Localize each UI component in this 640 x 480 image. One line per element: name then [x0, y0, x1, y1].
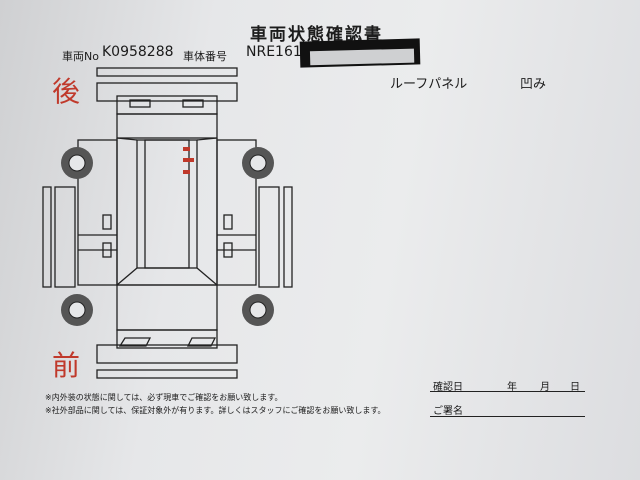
vehicle-no-label: 車両No: [62, 50, 99, 63]
right-side-panel: [216, 139, 257, 286]
rear-panel: [116, 95, 218, 115]
rear-label: 後: [52, 75, 81, 108]
rear-bumper-top: [96, 67, 238, 77]
damage-note-type: 凹み: [520, 77, 547, 92]
footnote-2: ※社外部品に関しては、保証対象外が有ります。詳しくはスタッフにご確認をお願い致し…: [45, 406, 386, 415]
footnote-1: ※内外装の状態に関しては、必ず現車でご確認をお願い致します。: [45, 393, 283, 402]
confirm-date-label: 確認日: [433, 382, 463, 393]
hood: [116, 284, 218, 331]
front-bumper: [96, 344, 238, 364]
damage-markers: [183, 147, 194, 174]
front-panel: [116, 329, 218, 349]
rear-bumper: [96, 82, 238, 102]
rear-hatch: [116, 113, 218, 139]
body-no: NRE161-: [246, 44, 307, 60]
year-label: 年: [507, 382, 517, 393]
signature-underline: [430, 416, 585, 417]
damage-note-part: ルーフパネル: [390, 77, 468, 92]
body-no-label: 車体番号: [183, 50, 227, 63]
signature-label: ご署名: [433, 406, 463, 417]
vehicle-no: K0958288: [102, 44, 174, 60]
wheels: [61, 147, 274, 326]
month-label: 月: [540, 382, 550, 393]
front-label: 前: [52, 349, 81, 382]
date-underline: [430, 391, 585, 392]
left-side-panel: [77, 139, 118, 286]
day-label: 日: [570, 382, 580, 393]
